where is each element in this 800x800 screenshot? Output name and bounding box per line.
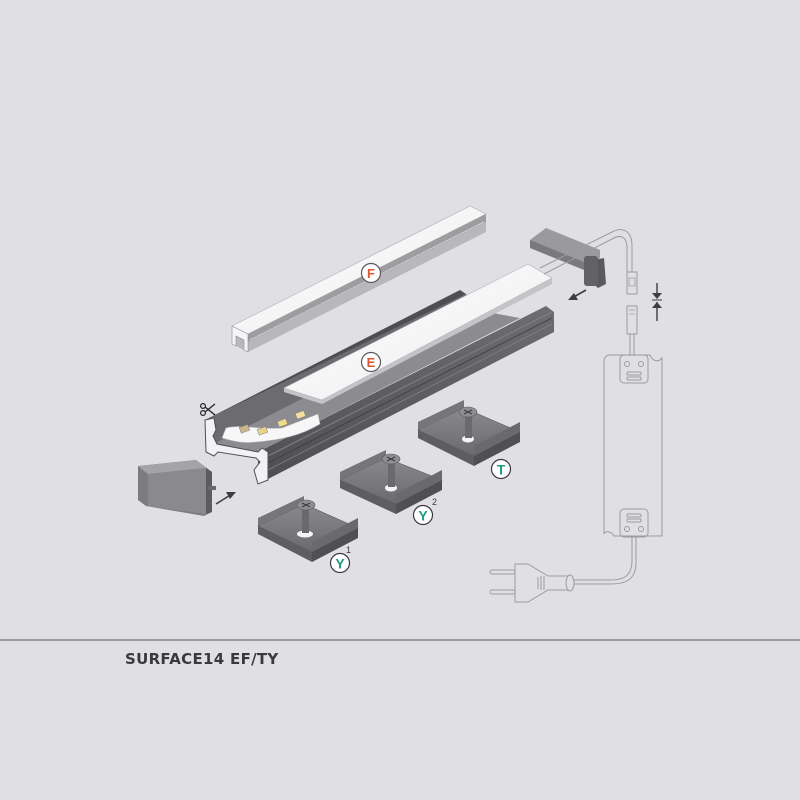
mains-cable	[572, 537, 637, 585]
label-t: T	[490, 458, 512, 480]
plug	[489, 563, 575, 603]
svg-text:2: 2	[432, 497, 437, 507]
label-y1: Y 1	[329, 545, 351, 574]
svg-text:F: F	[367, 266, 375, 281]
connector	[626, 271, 638, 356]
svg-text:Y: Y	[418, 508, 428, 524]
svg-text:Y: Y	[335, 556, 345, 572]
compress-arrows-icon	[652, 283, 662, 321]
cover-e	[283, 263, 553, 404]
led-strip	[221, 410, 321, 443]
label-y2: Y 2	[412, 497, 437, 526]
arrow-down-left-icon	[568, 289, 587, 300]
cable-to-connector	[539, 229, 633, 275]
footer-divider	[0, 639, 800, 641]
svg-text:E: E	[367, 355, 376, 370]
label-f: F	[360, 262, 382, 284]
end-cap-right	[530, 228, 606, 288]
mount-clip-t	[417, 400, 521, 466]
svg-text:T: T	[497, 462, 506, 478]
led-chip	[238, 410, 307, 436]
product-title: SURFACE14 EF/TY	[125, 650, 279, 668]
mount-clip-y1	[257, 496, 359, 562]
svg-text:1: 1	[346, 545, 351, 555]
scissors-icon	[199, 402, 216, 417]
end-cap-left	[138, 460, 216, 516]
power-supply	[603, 354, 663, 538]
mount-clip-y2	[339, 450, 443, 514]
arrow-up-right-icon	[215, 492, 236, 505]
label-e: E	[360, 351, 382, 373]
